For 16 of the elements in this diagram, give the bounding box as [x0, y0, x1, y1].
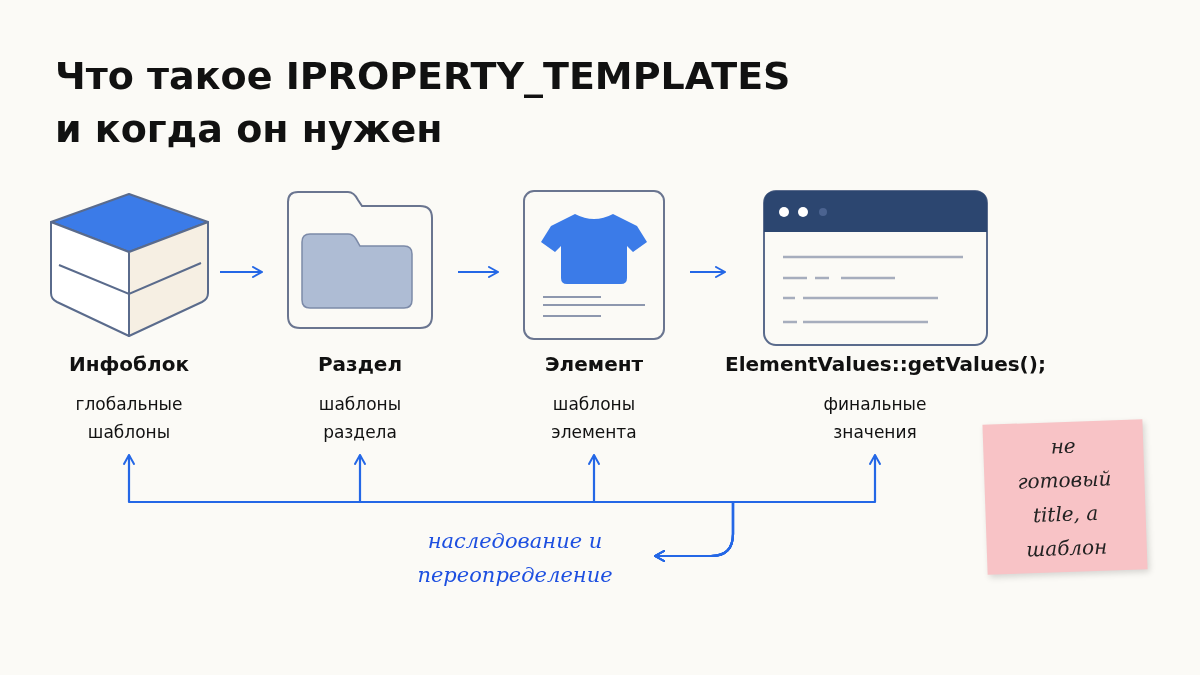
arrow — [220, 266, 263, 278]
node-description: шаблоны раздела — [317, 393, 403, 445]
node-heading: ElementValues::getValues(); — [725, 352, 1046, 376]
title: Что такое IPROPERTY_TEMPLATES и когда он нужен — [55, 53, 792, 154]
arrow — [654, 454, 881, 562]
handwritten-note: наследование и переопределение — [416, 528, 614, 589]
node-description: шаблоны элемента — [550, 393, 638, 445]
note-text: не готовый title, а шаблон — [1016, 432, 1113, 564]
arrow — [458, 266, 499, 278]
node-description: финальные значения — [822, 393, 928, 445]
sticky-note — [982, 419, 1148, 575]
arrow — [690, 266, 726, 278]
node-heading: Элемент — [544, 352, 644, 376]
node-description: глобальные шаблоны — [74, 393, 184, 445]
node-heading: Инфоблок — [68, 352, 190, 376]
node-heading: Раздел — [317, 352, 403, 376]
